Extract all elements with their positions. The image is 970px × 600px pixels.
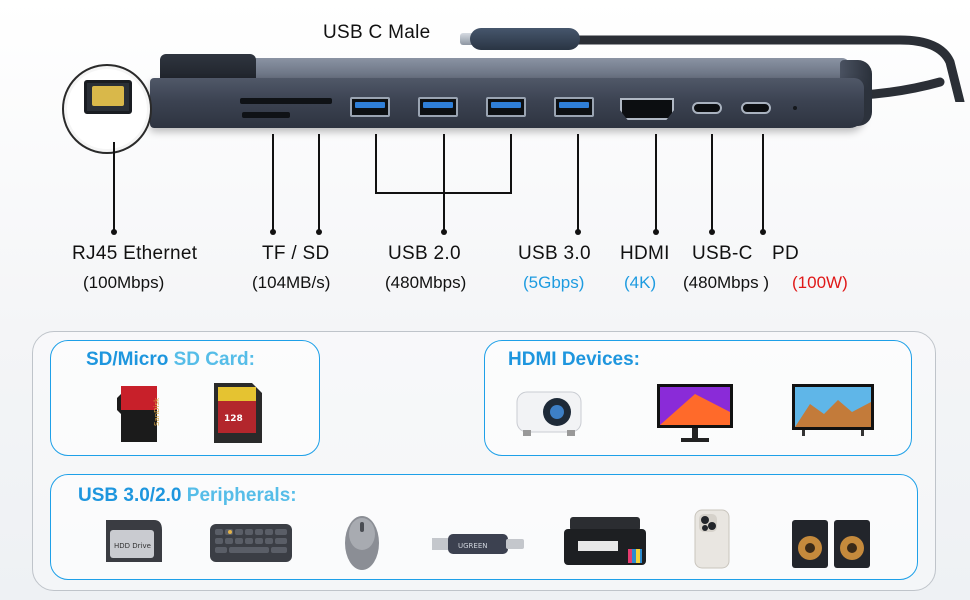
leader-line — [510, 134, 512, 194]
leader-dot — [709, 229, 715, 235]
port-label-usb2: USB 2.0 — [388, 243, 461, 264]
usb-panel-title-part1: USB 3.0/2.0 — [78, 485, 187, 506]
leader-dot — [760, 229, 766, 235]
speakers-icon — [792, 520, 870, 568]
leader-line — [272, 134, 274, 234]
usb-c-plug — [470, 28, 580, 50]
keyboard-icon — [210, 524, 292, 562]
mouse-icon — [345, 516, 379, 570]
tf-slot — [242, 112, 290, 118]
port-spec-pd: (100W) — [792, 273, 848, 292]
card-reader-icon: UGREEN — [432, 534, 524, 554]
leader-line — [762, 134, 764, 234]
phone-icon — [694, 509, 730, 569]
svg-text:SanDisk: SanDisk — [153, 397, 161, 426]
leader-dot — [441, 229, 447, 235]
hard-drive-icon: HDD Drive — [106, 520, 162, 562]
sd-slot — [240, 98, 332, 104]
leader-line — [443, 134, 445, 234]
leader-dot — [270, 229, 276, 235]
usb-a-port — [486, 97, 526, 117]
printer-icon — [564, 517, 646, 565]
usb-panel-title-part2: Peripherals: — [186, 485, 297, 506]
hdmi-port — [620, 98, 674, 120]
port-spec-usb3: (5Gbps) — [523, 273, 585, 292]
leader-dot — [575, 229, 581, 235]
leader-line — [375, 134, 377, 194]
port-spec-tf-sd: (104MB/s) — [252, 273, 331, 292]
monitor-icon — [657, 384, 733, 442]
sd-panel-title-part1: SD/Micro — [86, 349, 174, 370]
leader-line — [655, 134, 657, 234]
leader-dot — [111, 229, 117, 235]
rj45-contacts — [92, 86, 124, 106]
leader-bracket — [375, 192, 512, 194]
leader-dot — [316, 229, 322, 235]
status-led — [793, 106, 797, 110]
leader-dot — [653, 229, 659, 235]
usb-peripherals-panel — [50, 474, 918, 580]
port-spec-rj45: (100Mbps) — [83, 273, 165, 292]
port-label-usb-c: USB-C — [692, 243, 753, 264]
pd-port — [741, 102, 771, 114]
port-label-hdmi: HDMI — [620, 243, 670, 264]
svg-text:UGREEN: UGREEN — [458, 542, 488, 550]
microsd-card-icon: SanDisk — [117, 386, 161, 442]
port-spec-usb2: (480Mbps) — [385, 273, 467, 292]
leader-line — [113, 142, 115, 234]
port-label-usb3: USB 3.0 — [518, 243, 591, 264]
port-label-pd: PD — [772, 243, 799, 264]
port-label-tf-sd: TF / SD — [262, 243, 330, 264]
leader-line — [318, 134, 320, 234]
leader-line — [711, 134, 713, 234]
hdmi-panel-title: HDMI Devices: — [508, 349, 640, 370]
sd-panel-title: SD/Micro SD Card: — [86, 349, 255, 371]
leader-line — [577, 134, 579, 234]
sd-card-panel — [50, 340, 320, 456]
port-label-rj45: RJ45 Ethernet — [72, 243, 198, 264]
sd-card-icon: 128 — [214, 383, 262, 443]
port-spec-usb-c: (480Mbps ) — [683, 273, 769, 292]
port-spec-hdmi: (4K) — [624, 273, 657, 292]
usb-a-port — [418, 97, 458, 117]
projector-icon — [516, 391, 582, 436]
usb-c-port — [692, 102, 722, 114]
svg-text:128: 128 — [224, 414, 243, 424]
sd-panel-title-part2: SD Card: — [173, 349, 255, 370]
usb-a-port — [554, 97, 594, 117]
tv-icon — [792, 384, 874, 436]
cable-label: USB C Male — [323, 22, 431, 43]
svg-text:HDD Drive: HDD Drive — [114, 542, 151, 550]
usb-a-port — [350, 97, 390, 117]
usb-panel-title: USB 3.0/2.0 Peripherals: — [78, 485, 297, 507]
